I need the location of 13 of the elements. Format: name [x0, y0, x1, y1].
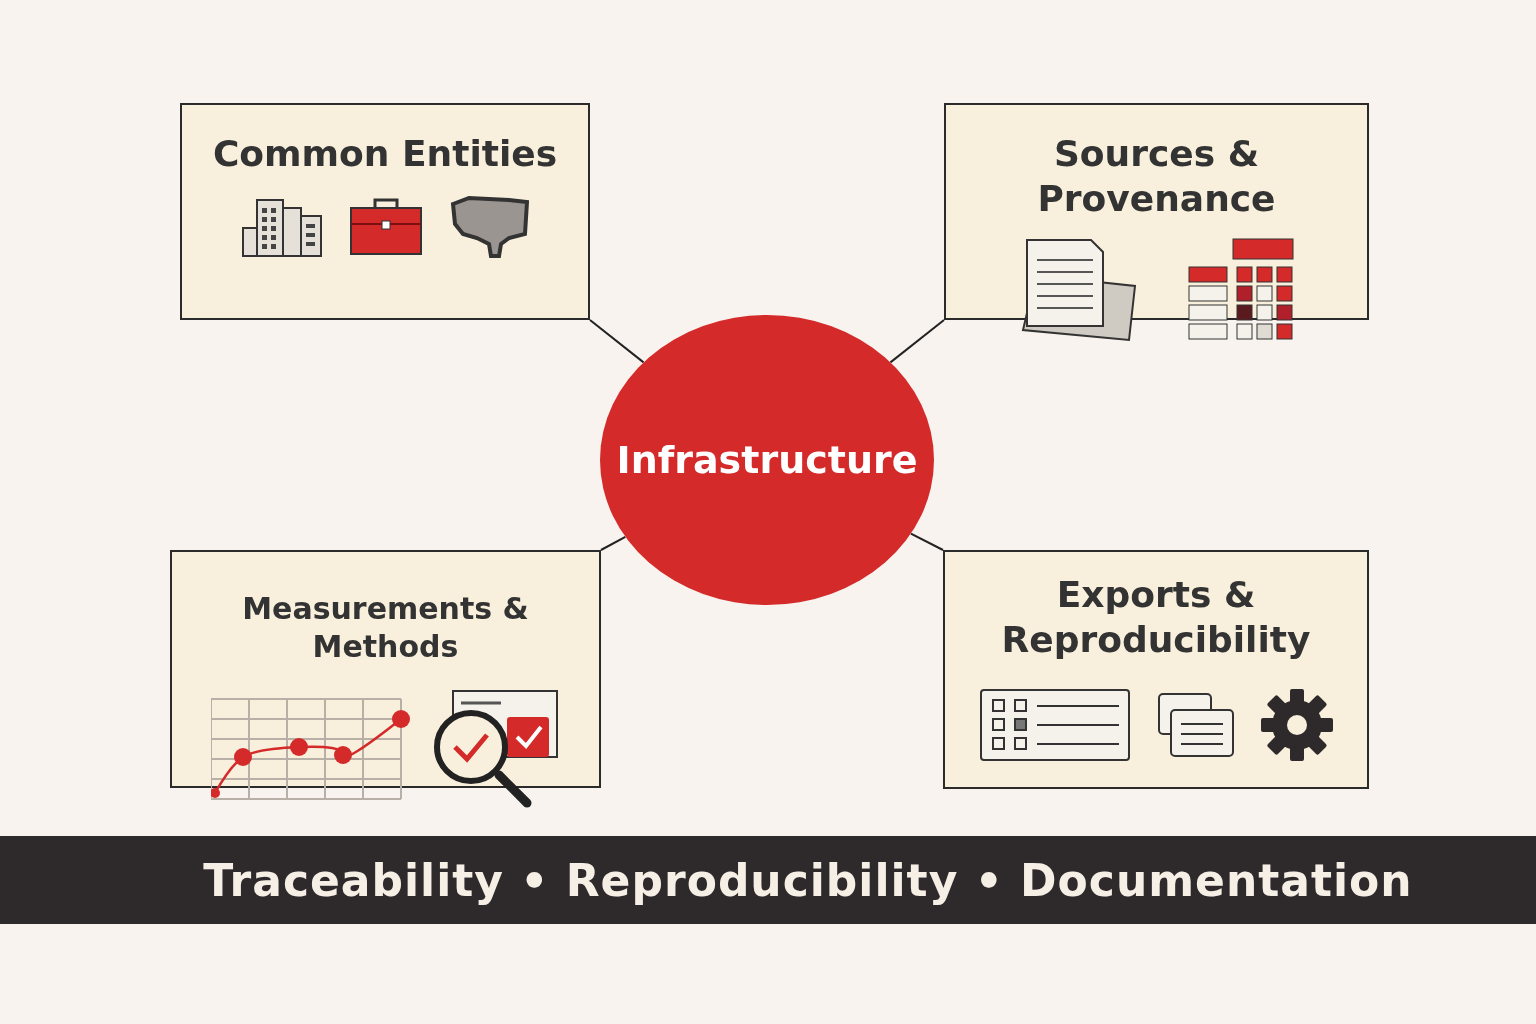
card-title: Measurements & Methods — [241, 590, 530, 665]
card-title: Common Entities — [211, 132, 559, 176]
footer-band — [0, 836, 1536, 924]
connector-line — [600, 535, 627, 551]
hub-title: Infrastructure — [616, 438, 918, 482]
connector-line — [909, 532, 944, 551]
connector-line — [589, 319, 645, 364]
topic-card — [180, 103, 590, 320]
footer-text: Traceability • Reproducibility • Documentation — [202, 854, 1413, 906]
card-title: Exports & Reproducibility — [1000, 573, 1312, 662]
connector-line — [889, 319, 945, 364]
topic-card — [943, 550, 1369, 789]
card-title: Sources & Provenance — [1036, 132, 1277, 221]
